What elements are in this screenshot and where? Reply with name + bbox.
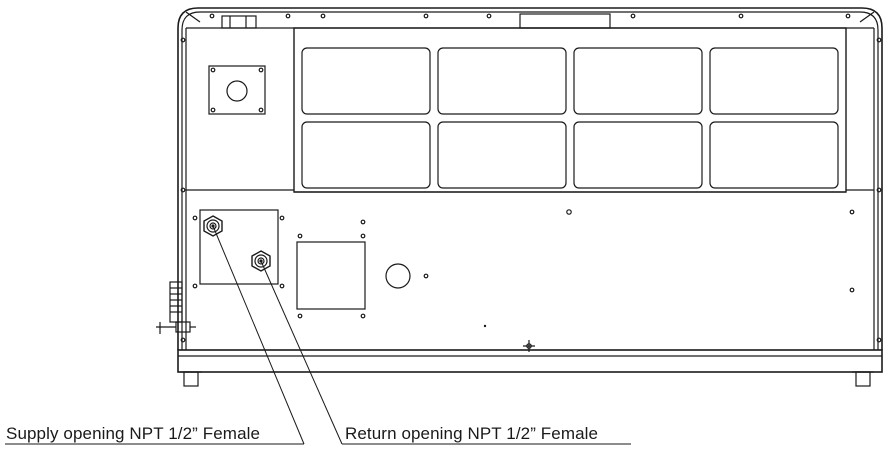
round-knockout [385,209,572,352]
water-connection-panel [192,209,285,289]
filter-grille [293,27,847,193]
supply-fitting-icon [203,215,223,237]
cabinet-outline [177,7,883,350]
top-fittings [221,13,611,29]
supply-opening-label: Supply opening NPT 1/2” Female [6,424,261,443]
base-and-feet [177,349,883,387]
return-fitting-icon [251,250,271,272]
return-opening-label: Return opening NPT 1/2” Female [345,424,599,443]
side-drain-fitting [156,281,196,334]
upper-access-plate [208,65,266,115]
callout-leaders [5,225,631,445]
perimeter-screws [180,13,882,343]
lower-access-plate [296,219,366,319]
